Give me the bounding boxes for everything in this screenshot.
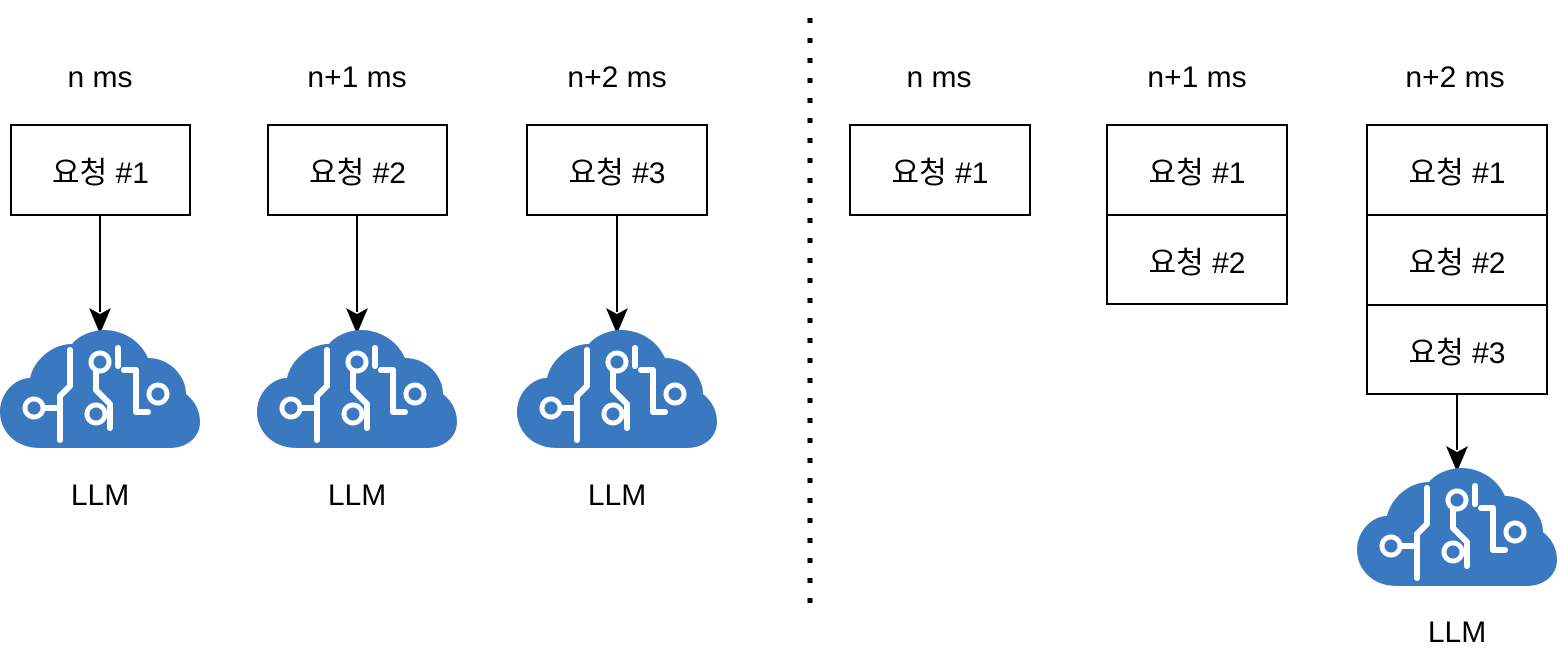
- llm-label-left-3: LLM: [587, 479, 647, 512]
- llm-label-left-1: LLM: [70, 479, 130, 512]
- request-box-right-1-1: 요청 #1: [849, 124, 1031, 216]
- request-box-left-3: 요청 #3: [526, 124, 708, 216]
- request-box-right-2-1: 요청 #1: [1106, 124, 1288, 216]
- llm-cloud-icon-left-2: [257, 330, 457, 454]
- llm-cloud-icon-left-1: [0, 330, 200, 454]
- request-box-left-1: 요청 #1: [10, 124, 191, 216]
- arrow-left-3: [606, 216, 628, 334]
- llm-label-right-3: LLM: [1427, 616, 1487, 649]
- request-box-left-2: 요청 #2: [267, 124, 448, 216]
- time-label-right-3: n+2 ms: [1405, 61, 1505, 94]
- time-label-right-2: n+1 ms: [1147, 61, 1247, 94]
- request-box-right-3-3: 요청 #3: [1366, 304, 1548, 395]
- time-label-left-3: n+2 ms: [567, 61, 667, 94]
- time-label-left-1: n ms: [67, 61, 133, 94]
- arrow-left-1: [89, 216, 111, 334]
- llm-label-left-2: LLM: [327, 479, 387, 512]
- request-box-right-3-2: 요청 #2: [1366, 214, 1548, 306]
- time-label-right-1: n ms: [906, 61, 972, 94]
- time-label-left-2: n+1 ms: [307, 61, 407, 94]
- llm-cloud-icon-left-3: [517, 330, 717, 454]
- arrow-left-2: [346, 216, 368, 334]
- arrow-right-3: [1446, 394, 1468, 472]
- request-box-right-3-1: 요청 #1: [1366, 124, 1548, 216]
- request-box-right-2-2: 요청 #2: [1106, 214, 1288, 305]
- llm-cloud-icon-right-3: [1357, 468, 1557, 592]
